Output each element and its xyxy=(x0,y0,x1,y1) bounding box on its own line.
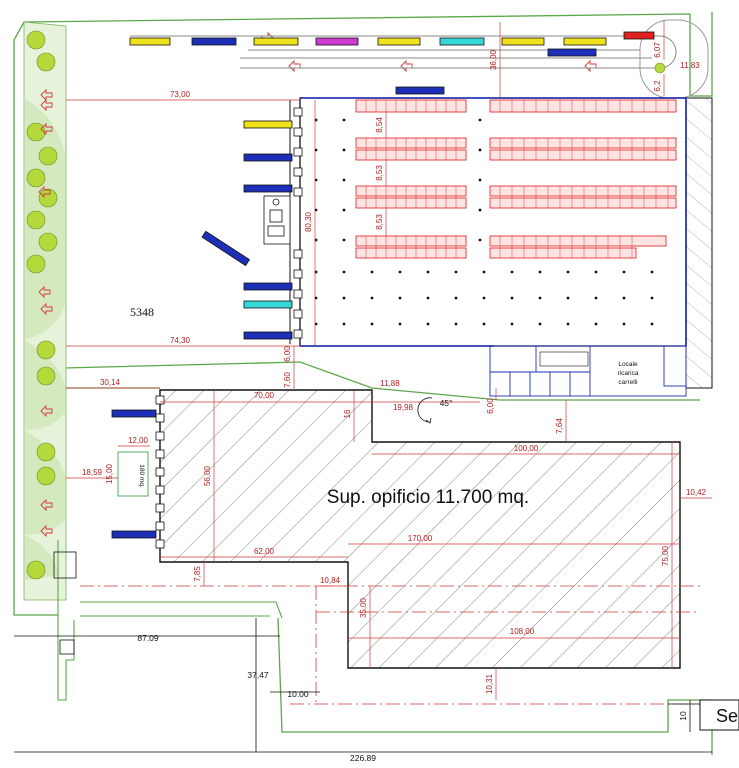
dimension-labels-red: 73,00 74,30 30,14 70,00 11,88 19,98 100,… xyxy=(82,42,707,694)
small-area-label: 180 mq. xyxy=(138,464,145,488)
street-box xyxy=(699,699,739,731)
dim-label: 80,30 xyxy=(304,211,313,232)
dim-label: 6,2 xyxy=(653,80,662,92)
dimension-labels-black: 87.09 37.47 10.00 226.89 10 xyxy=(137,633,688,763)
access-road xyxy=(53,540,283,701)
dim-label: 18,59 xyxy=(82,468,103,477)
dim-label: 30,14 xyxy=(100,378,121,387)
dim-label: 16 xyxy=(343,409,352,418)
truck-lane xyxy=(130,19,709,99)
dim-label: 8,53 xyxy=(375,165,384,181)
dim-label: 56,00 xyxy=(203,465,212,486)
dim-label: 100,00 xyxy=(514,444,539,453)
room-label-line-2: ricarica xyxy=(618,370,639,377)
dim-label: 11,88 xyxy=(380,379,400,388)
angle-label: 45° xyxy=(440,398,453,408)
overall-dimensions xyxy=(14,618,712,753)
dim-label: 7,64 xyxy=(555,418,564,434)
dim-label: 70,00 xyxy=(254,391,275,400)
dim-label: 10,84 xyxy=(320,576,341,585)
dim-label: 12,00 xyxy=(128,436,149,445)
room-label-line-1: Locale xyxy=(618,361,638,368)
dim-label: 74,30 xyxy=(170,336,191,345)
office-block xyxy=(489,345,687,397)
yard-area-label: 5348 xyxy=(130,305,154,319)
new-building xyxy=(111,389,681,669)
tree-row xyxy=(23,21,67,601)
dim-label: 226.89 xyxy=(350,753,376,763)
dim-label: 6,07 xyxy=(653,42,662,58)
dim-label: 75,00 xyxy=(661,545,670,566)
dim-label: 6,00 xyxy=(486,398,495,414)
dim-label: 15,00 xyxy=(105,463,114,484)
dim-label: 11,83 xyxy=(680,61,700,70)
dim-label: 35,00 xyxy=(359,597,368,618)
dim-label: 10 xyxy=(678,711,688,721)
dim-label: 10,31 xyxy=(485,673,494,694)
dim-label: 19,98 xyxy=(393,403,414,412)
dashdot-lines xyxy=(80,585,700,705)
dim-label: 7,85 xyxy=(193,566,202,582)
building-area-label: Sup. opificio 11.700 mq. xyxy=(327,487,529,508)
angle-marker xyxy=(417,397,433,424)
dim-label: 36,00 xyxy=(489,49,498,70)
dim-label: 10.00 xyxy=(287,689,309,699)
dim-label: 170,00 xyxy=(408,534,433,543)
loading-docks xyxy=(201,100,303,344)
room-label-line-3: carrelli xyxy=(618,379,637,386)
dim-label: 73,00 xyxy=(170,90,191,99)
charging-room-label: Locale ricarica carrelli xyxy=(618,361,639,386)
street-label: Se xyxy=(716,706,738,726)
dim-label: 6,00 xyxy=(283,346,292,362)
dim-label: 8,53 xyxy=(375,214,384,230)
dim-label: 37.47 xyxy=(247,670,269,680)
dimension-lines xyxy=(66,20,712,700)
dim-label: 8,54 xyxy=(375,117,384,133)
parked-trucks xyxy=(129,31,655,95)
dim-label: 108,00 xyxy=(510,627,535,636)
dim-label: 10,42 xyxy=(686,488,707,497)
storage-racks xyxy=(355,99,677,259)
dim-label: 87.09 xyxy=(137,633,159,643)
dim-label: 62,00 xyxy=(254,547,275,556)
dim-label: 7,60 xyxy=(283,372,292,388)
